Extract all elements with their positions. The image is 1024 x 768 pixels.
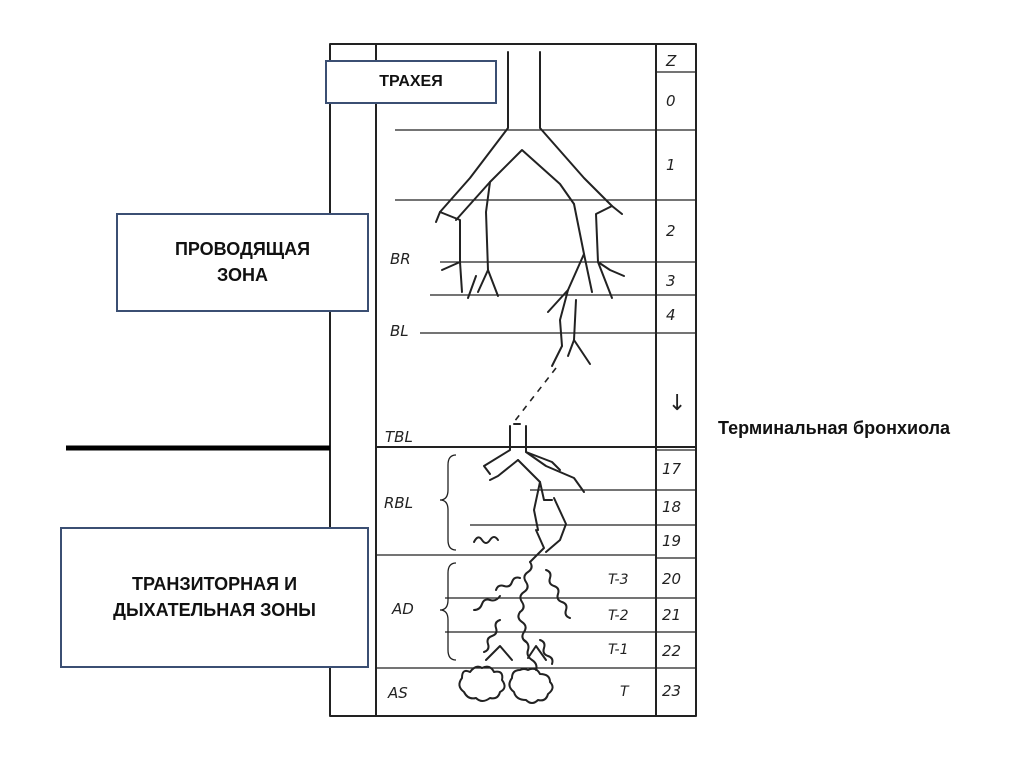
transition-code-t3: T-3 [608,572,629,588]
transitional-zone-text: ТРАНЗИТОРНАЯ И ДЫХАТЕЛЬНАЯ ЗОНЫ [90,572,340,622]
dashed-continuation [514,368,556,422]
transition-code-t: T [620,684,630,700]
trachea-label-text: ТРАХЕЯ [379,73,442,91]
bronchial-tree [436,52,624,424]
generation-22: 22 [662,642,681,660]
generation-19: 19 [662,532,681,550]
generation-3: 3 [666,272,676,290]
transitional-zone-label: ТРАНЗИТОРНАЯ И ДЫХАТЕЛЬНАЯ ЗОНЫ [60,527,369,668]
trachea-label: ТРАХЕЯ [325,60,497,104]
transition-code-t1: T-1 [608,642,629,658]
segment-label-br: BR [390,250,411,268]
conducting-zone-text: ПРОВОДЯЩАЯ ЗОНА [163,237,323,287]
level-lines [376,130,696,668]
generation-4: 4 [666,306,676,324]
generation-1: 1 [666,156,676,174]
conducting-zone-label: ПРОВОДЯЩАЯ ЗОНА [116,213,369,312]
column-header-z: Z [665,52,677,70]
generation-arrow: ↓ [668,391,686,416]
generation-0: 0 [666,92,676,110]
transition-code-t2: T-2 [608,608,629,624]
segment-label-rbl: RBL [384,494,413,512]
generation-18: 18 [662,498,681,516]
brackets [440,455,456,660]
segment-label-ad: AD [391,600,414,618]
segment-label-bl: BL [390,322,409,340]
generation-23: 23 [662,682,681,700]
terminal-bronchiole-label: Терминальная бронхиола [718,418,950,439]
generation-21: 21 [662,606,681,624]
generation-20: 20 [662,570,681,588]
segment-label-tbl: TBL [385,428,413,446]
table-frame [330,44,696,716]
generation-2: 2 [666,222,676,240]
alveolar-tree [459,537,570,703]
generation-17: 17 [662,460,682,478]
segment-label-as: AS [387,684,408,702]
